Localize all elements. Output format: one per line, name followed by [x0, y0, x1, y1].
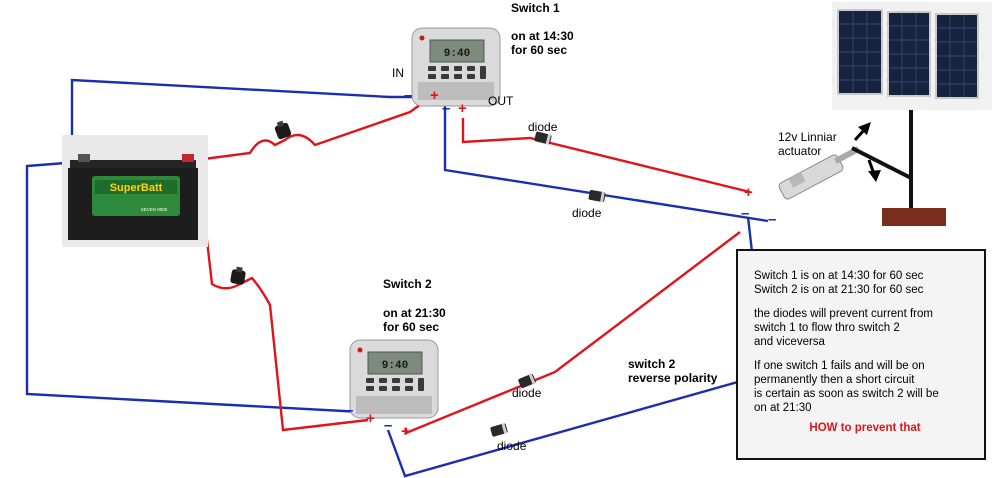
switch2-in-minus: – [345, 402, 354, 419]
red-wire-battery-to-switch2 [196, 161, 369, 432]
diode-1 [534, 131, 552, 145]
switch2-display: 9:40 [382, 360, 408, 372]
note-line: switch 1 to flow thro switch 2 [754, 322, 900, 334]
solar-panel-array [832, 2, 992, 110]
note-line: If one switch 1 fails and will be on [754, 360, 925, 372]
switch2-out-minus: – [384, 417, 393, 434]
diode-4-label: diode [497, 439, 527, 453]
reverse-polarity-line2: reverse polarity [628, 371, 718, 385]
battery: SuperBatt SEVEN 9000 [62, 135, 208, 247]
actuator-plus: + [744, 184, 753, 201]
red-wire-battery-to-switch1 [195, 95, 433, 162]
direction-arrows [853, 122, 881, 182]
note-paragraph-3: If one switch 1 fails and will be on per… [754, 359, 976, 415]
note-line: and viceversa [754, 336, 825, 348]
note-line: is certain as soon as switch 2 will be [754, 388, 939, 400]
switch1-title: Switch 1 [511, 1, 560, 15]
battery-model: SEVEN 9000 [141, 207, 168, 212]
stand-base [882, 208, 946, 226]
blue-wire-battery-to-switch1-in [70, 78, 420, 165]
diode-3 [518, 373, 536, 389]
switch1-out-label: OUT [488, 94, 514, 108]
red-wires [195, 95, 751, 435]
fuse-holder-1 [274, 120, 292, 140]
switch2-schedule-line2: for 60 sec [383, 320, 440, 334]
switch1-in-plus: + [430, 87, 439, 104]
switch2-schedule-line1: on at 21:30 [383, 306, 446, 320]
actuator-minus: – [768, 211, 777, 228]
explanation-note-box: Switch 1 is on at 14:30 for 60 sec Switc… [736, 249, 986, 460]
note-line: Switch 1 is on at 14:30 for 60 sec [754, 270, 924, 282]
switch1-out-minus: – [442, 100, 451, 117]
switch1-in-label: IN [392, 66, 404, 80]
panel-stand [851, 110, 913, 210]
switch1-out-plus: + [458, 100, 467, 117]
switch2-title: Switch 2 [383, 277, 432, 291]
actuator-minus-top: – [741, 205, 750, 222]
actuator-label-line1: 12v Linniar [778, 130, 837, 144]
battery-brand: SuperBatt [110, 182, 163, 194]
solar-panel-2 [887, 11, 931, 97]
blue-wire-battery-to-switch2 [25, 160, 363, 414]
switch1-display: 9:40 [444, 48, 470, 60]
red-wire-switch2-to-actuator [404, 231, 741, 435]
note-line: permanently then a short circuit [754, 374, 915, 386]
blue-wire-switch1-out-to-actuator [443, 106, 769, 223]
red-wire-switch1-to-actuator [461, 118, 751, 194]
note-paragraph-2: the diodes will prevent current from swi… [754, 307, 976, 349]
switch1-schedule-line1: on at 14:30 [511, 29, 574, 43]
note-line: Switch 2 is on at 21:30 for 60 sec [754, 284, 924, 296]
reverse-polarity-line1: switch 2 [628, 357, 676, 371]
note-line: on at 21:30 [754, 402, 812, 414]
switch1-schedule-line2: for 60 sec [511, 43, 568, 57]
note-paragraph-1: Switch 1 is on at 14:30 for 60 sec Switc… [754, 269, 976, 297]
solar-panel-3 [935, 13, 979, 99]
switch1-in-minus: – [404, 87, 413, 104]
note-line: the diodes will prevent current from [754, 308, 933, 320]
diode-4 [490, 423, 508, 437]
timer-switch-2: 9:40 [349, 339, 439, 419]
diode-3-label: diode [512, 386, 542, 400]
timer-switch-1: 9:40 [411, 27, 501, 107]
switch2-in-plus: + [366, 410, 375, 427]
solar-panel-1 [837, 9, 883, 95]
diode-1-label: diode [528, 120, 558, 134]
switch2-out-plus: + [401, 423, 410, 440]
diode-2-label: diode [572, 206, 602, 220]
actuator-label-line2: actuator [778, 144, 822, 158]
diode-2 [588, 190, 606, 203]
fuse-holder-2 [230, 266, 246, 285]
linear-actuator [778, 146, 860, 200]
note-call-to-action: HOW to prevent that [809, 422, 921, 434]
